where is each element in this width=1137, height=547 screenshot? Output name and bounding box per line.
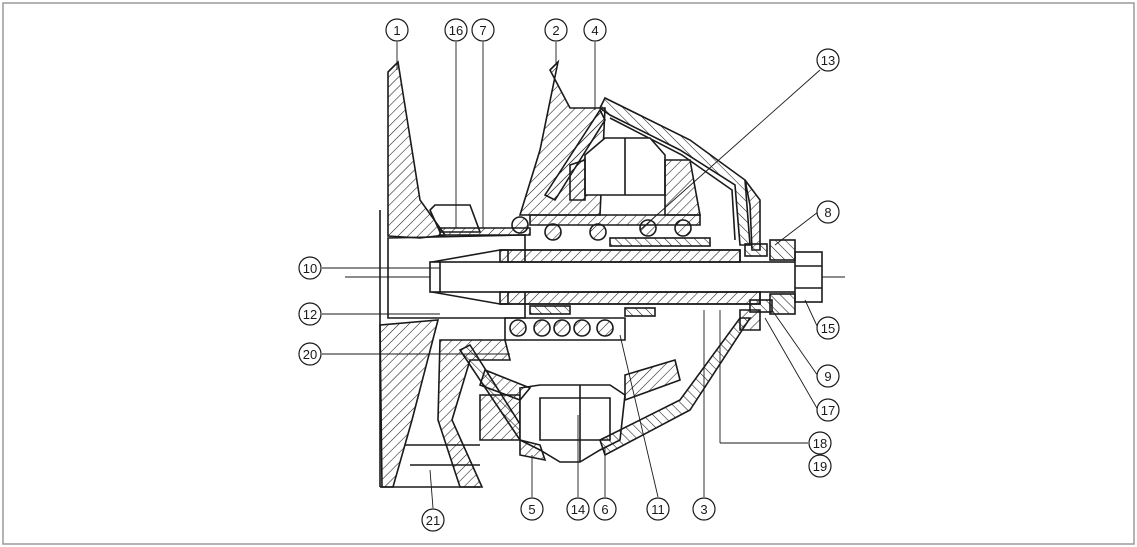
- leader-lines: [322, 42, 821, 509]
- fixed-sheave-upper: [387, 60, 447, 239]
- callout-4-label: 4: [591, 23, 598, 38]
- callout-20: 20: [298, 342, 322, 366]
- callout-21: 21: [421, 508, 445, 532]
- callout-16: 16: [444, 18, 468, 42]
- callout-8: 8: [816, 200, 840, 224]
- callout-3-label: 3: [700, 502, 707, 517]
- callout-10-label: 10: [303, 261, 317, 276]
- callout-16-label: 16: [449, 23, 463, 38]
- callout-14-label: 14: [571, 502, 585, 517]
- callout-1: 1: [385, 18, 409, 42]
- spring-coils-upper: [511, 216, 692, 241]
- callout-15-label: 15: [821, 321, 835, 336]
- callout-1-label: 1: [393, 23, 400, 38]
- callout-2-label: 2: [552, 23, 559, 38]
- callout-9: 9: [816, 364, 840, 388]
- movable-sheave-lower: [437, 339, 512, 488]
- callout-19-label: 19: [813, 459, 827, 474]
- callout-12: 12: [298, 302, 322, 326]
- callout-14: 14: [566, 497, 590, 521]
- callout-15: 15: [816, 316, 840, 340]
- callout-6-label: 6: [601, 502, 608, 517]
- spring-coils-lower: [509, 319, 614, 337]
- callout-11: 11: [646, 497, 670, 521]
- callout-18-label: 18: [813, 436, 827, 451]
- callout-5: 5: [520, 497, 544, 521]
- callout-13-label: 13: [821, 53, 835, 68]
- callout-labels: 1 16 7 2 4 13 8 10 12 20 15 9 17 18 19 2…: [298, 18, 840, 532]
- callout-7: 7: [471, 18, 495, 42]
- callout-7-label: 7: [479, 23, 486, 38]
- callout-19: 19: [808, 454, 832, 478]
- callout-3: 3: [692, 497, 716, 521]
- callout-5-label: 5: [528, 502, 535, 517]
- callout-11-label: 11: [651, 502, 665, 517]
- callout-9-label: 9: [824, 369, 831, 384]
- main-shaft: [429, 261, 801, 293]
- callout-13: 13: [816, 48, 840, 72]
- callout-20-label: 20: [303, 347, 317, 362]
- callout-17: 17: [816, 398, 840, 422]
- assembly-drawing: [345, 59, 845, 488]
- callout-2: 2: [544, 18, 568, 42]
- callout-18: 18: [808, 431, 832, 455]
- callout-12-label: 12: [303, 307, 317, 322]
- callout-10: 10: [298, 256, 322, 280]
- end-nut: [794, 251, 823, 303]
- callout-6: 6: [593, 497, 617, 521]
- callout-4: 4: [583, 18, 607, 42]
- callout-21-label: 21: [426, 513, 440, 528]
- callout-8-label: 8: [824, 205, 831, 220]
- callout-17-label: 17: [821, 403, 835, 418]
- fixed-sheave-lower: [379, 319, 440, 488]
